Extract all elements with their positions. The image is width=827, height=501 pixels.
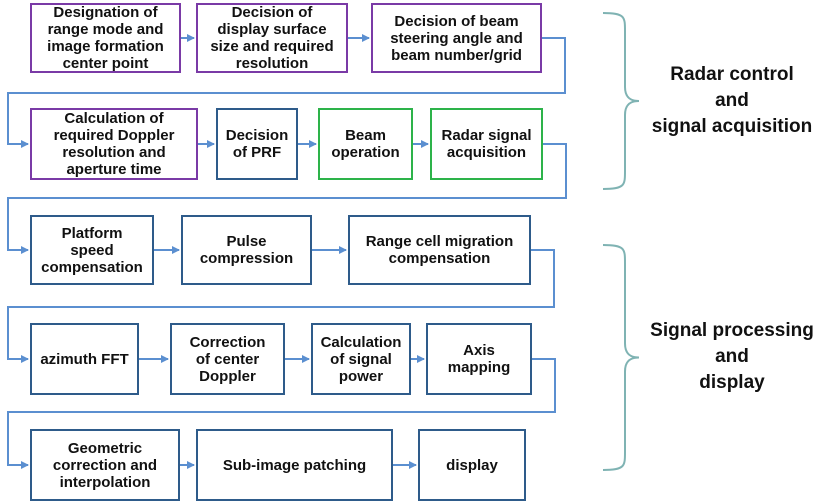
process-box-geometric-correction: Geometric correction and interpolation xyxy=(30,429,180,501)
brace-layer xyxy=(602,12,640,471)
process-box-label: Calculation of signal power xyxy=(320,333,402,385)
process-box-axis-mapping: Axis mapping xyxy=(426,323,532,395)
process-box-label: Platform speed compensation xyxy=(41,224,143,276)
process-box-display: display xyxy=(418,429,526,501)
wrap-connector-2 xyxy=(7,143,567,254)
process-box-label: Correction of center Doppler xyxy=(189,333,266,385)
brace-signal-processing xyxy=(602,244,640,471)
process-box-signal-power: Calculation of signal power xyxy=(311,323,411,395)
process-box-label: Radar signal acquisition xyxy=(441,127,532,161)
process-box-azimuth-fft: azimuth FFT xyxy=(30,323,139,395)
brace-radar-control xyxy=(602,12,640,190)
process-box-doppler-resolution: Calculation of required Doppler resoluti… xyxy=(30,108,198,180)
process-box-label: Range cell migration compensation xyxy=(365,233,514,267)
wrap-connector-4 xyxy=(7,358,556,469)
process-box-label: Designation of range mode and image form… xyxy=(47,4,164,72)
process-box-beam-operation: Beam operation xyxy=(318,108,413,180)
process-box-label: Calculation of required Doppler resoluti… xyxy=(53,110,175,178)
process-box-center-doppler: Correction of center Doppler xyxy=(170,323,285,395)
process-box-sub-image-patching: Sub-image patching xyxy=(196,429,393,501)
process-box-signal-acquisition: Radar signal acquisition xyxy=(430,108,543,180)
process-box-label: azimuth FFT xyxy=(40,350,129,368)
process-box-label: display xyxy=(446,456,498,474)
process-box-label: Axis mapping xyxy=(447,342,511,376)
wrap-connector-3 xyxy=(7,249,555,363)
process-box-display-surface: Decision of display surface size and req… xyxy=(196,3,348,73)
process-box-label: Beam operation xyxy=(331,127,400,161)
process-box-beam-steering: Decision of beam steering angle and beam… xyxy=(371,3,542,73)
process-box-range-mode: Designation of range mode and image form… xyxy=(30,3,181,73)
process-box-label: Geometric correction and interpolation xyxy=(52,439,158,491)
process-box-prf: Decision of PRF xyxy=(216,108,298,180)
connector-layer xyxy=(7,34,567,469)
process-box-speed-compensation: Platform speed compensation xyxy=(30,215,154,285)
process-box-range-cell-migration: Range cell migration compensation xyxy=(348,215,531,285)
process-box-label: Decision of display surface size and req… xyxy=(210,4,334,72)
process-box-label: Decision of PRF xyxy=(225,127,289,161)
process-box-label: Decision of beam steering angle and beam… xyxy=(390,12,523,64)
group-label-signal-processing: Signal processing and display xyxy=(650,320,814,393)
process-box-label: Sub-image patching xyxy=(222,456,367,474)
process-box-label: Pulse compression xyxy=(199,233,294,267)
process-box-pulse-compression: Pulse compression xyxy=(181,215,312,285)
group-label-radar-control: Radar control and signal acquisition xyxy=(651,64,813,137)
wrap-connector-1 xyxy=(7,37,566,148)
